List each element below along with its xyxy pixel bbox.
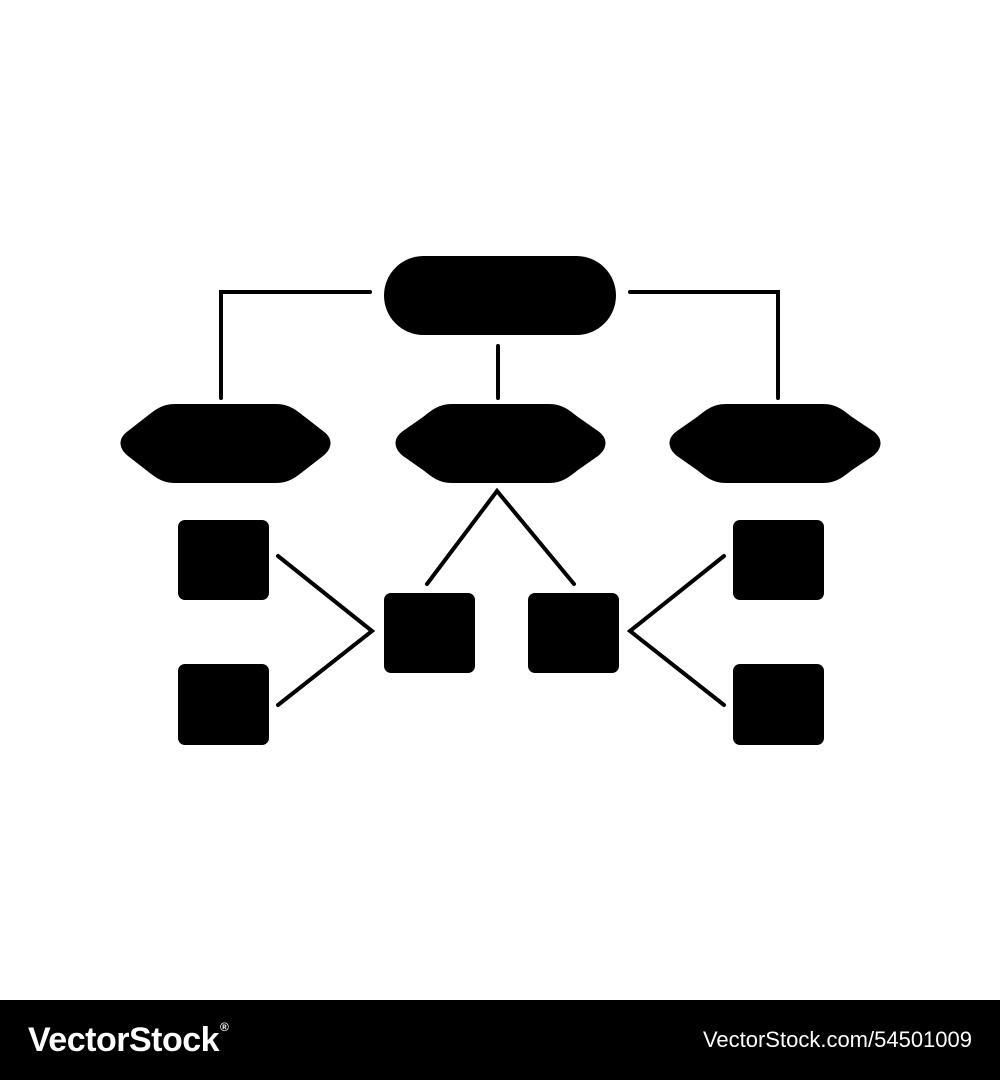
hexagon-node-left bbox=[120, 404, 331, 483]
process-node-right-top bbox=[733, 520, 824, 600]
image-url: VectorStock.com/54501009 bbox=[702, 1027, 972, 1052]
connector-left-branch bbox=[276, 554, 376, 707]
process-node-left-top bbox=[178, 520, 269, 600]
flowchart-svg bbox=[120, 256, 881, 745]
process-node-right-bottom bbox=[733, 664, 824, 745]
connector-top-right bbox=[628, 290, 780, 400]
terminator-node-top bbox=[384, 256, 616, 335]
process-node-center-right bbox=[528, 593, 619, 673]
registered-mark: ® bbox=[220, 1020, 229, 1034]
connector-top-left bbox=[219, 290, 372, 400]
watermark-footer: VectorStock® VectorStock.com/54501009 bbox=[0, 1000, 1000, 1080]
connector-center-branch bbox=[425, 487, 576, 586]
hexagon-node-right bbox=[669, 404, 881, 483]
process-node-center-left bbox=[384, 593, 475, 673]
hexagon-node-center bbox=[395, 404, 606, 483]
vectorstock-logo: VectorStock® bbox=[28, 1020, 229, 1059]
flowchart-icon bbox=[120, 256, 881, 745]
process-node-left-bottom bbox=[178, 664, 269, 745]
connector-lines bbox=[219, 290, 780, 707]
brand-name: VectorStock bbox=[28, 1021, 220, 1059]
connector-right-branch bbox=[626, 554, 726, 707]
